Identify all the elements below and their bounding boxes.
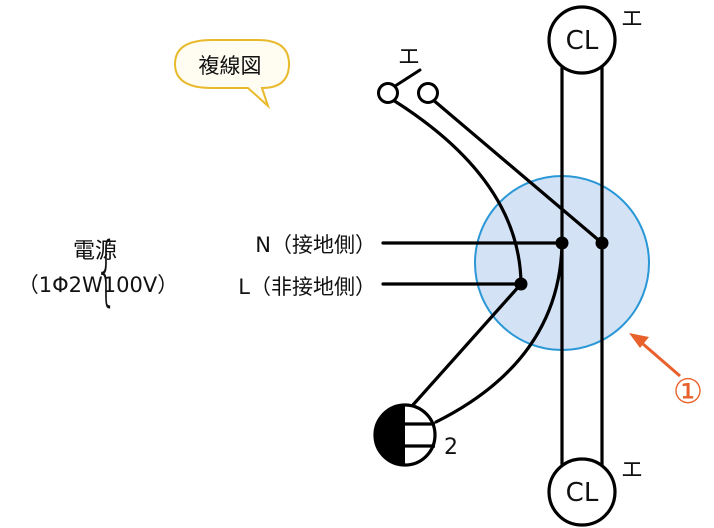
callout-bubble: 複線図	[173, 39, 291, 110]
switch-terminal	[377, 82, 399, 104]
power-source-spec: （1Φ2W100V）	[18, 273, 178, 297]
marker-label: ①	[673, 372, 703, 412]
switch-symbol: エ	[398, 45, 420, 70]
light-fixture-top: CL エ	[547, 5, 643, 75]
neutral-label: N（接地側）	[255, 233, 376, 257]
light-label: CL	[566, 478, 599, 508]
switch-lever	[390, 68, 422, 90]
marker-arrow-head	[629, 333, 649, 348]
marker-arrow-line	[642, 342, 681, 378]
light-symbol: エ	[621, 458, 643, 483]
junction-dot	[555, 236, 569, 250]
switch-wire-left	[391, 98, 523, 286]
line-label: L（非接地側）	[238, 275, 376, 299]
outlet-count: 2	[444, 435, 458, 460]
junction-dot	[595, 236, 609, 250]
outlet-wire-neutral	[434, 241, 564, 424]
outlet: 2	[373, 403, 458, 467]
brace-symbol: {	[95, 225, 117, 314]
switch-wire-right	[430, 97, 604, 245]
light-symbol: エ	[621, 7, 643, 32]
power-source-title: 電源	[73, 239, 117, 264]
light-fixture-bottom: CL エ	[547, 457, 643, 527]
light-circle	[547, 457, 617, 527]
outlet-half-fill	[375, 405, 405, 465]
callout-text: 複線図	[199, 54, 262, 78]
light-circle	[547, 5, 617, 75]
light-label: CL	[566, 26, 599, 56]
junction-marker: ①	[629, 333, 703, 412]
switch: エ	[377, 45, 439, 104]
switch-terminal	[417, 82, 439, 104]
junction-dot	[514, 277, 528, 291]
outlet-wire-line	[410, 282, 523, 408]
